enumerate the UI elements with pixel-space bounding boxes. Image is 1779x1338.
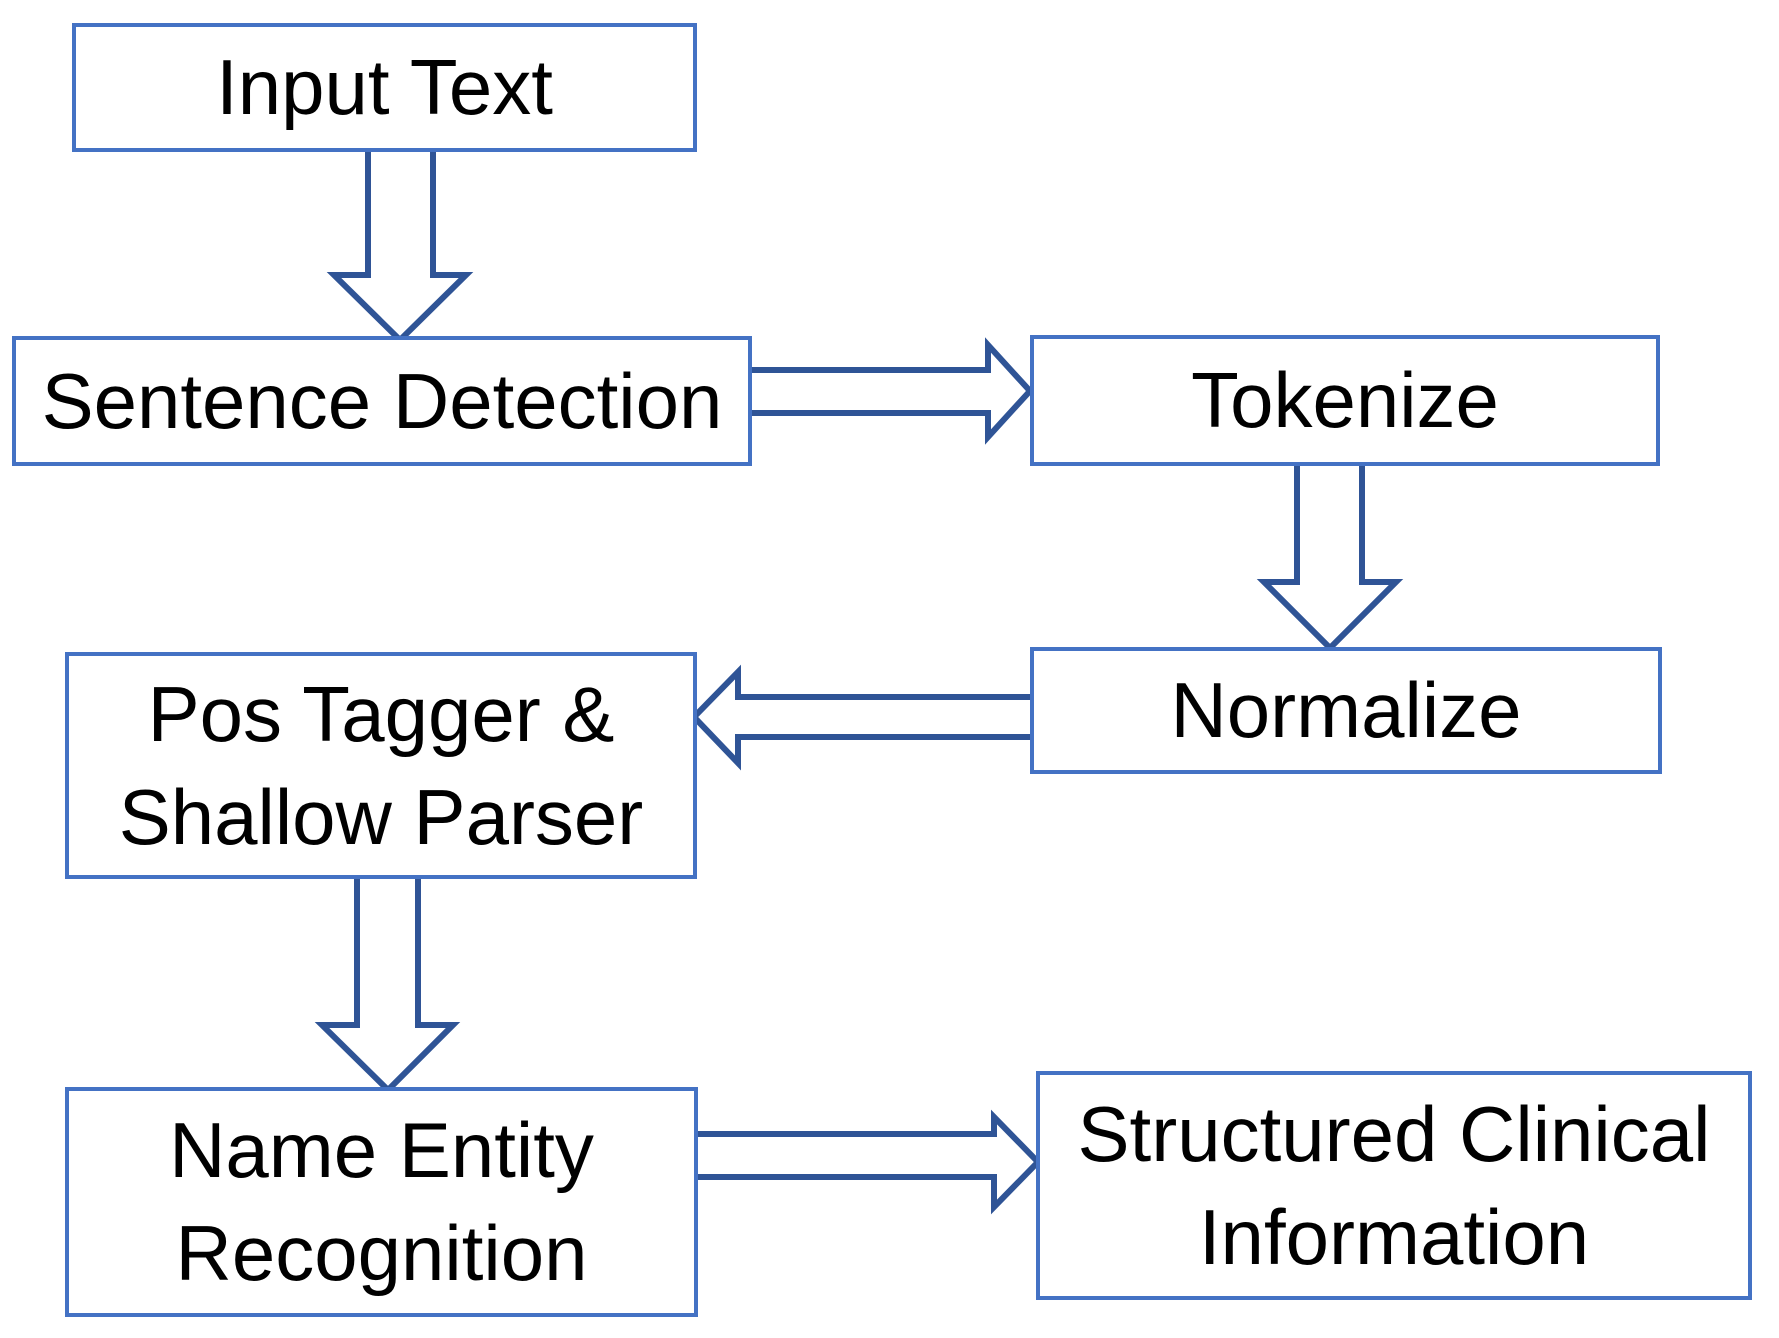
node-label-line: Information [1198, 1192, 1590, 1281]
node-structured-clinical-information: Structured Clinical Information [1036, 1071, 1752, 1300]
arrow-normalize-to-pos-tagger [689, 664, 1032, 771]
arrow-sentence-detection-to-tokenize [752, 337, 1035, 445]
node-label: Sentence Detection [41, 356, 723, 445]
node-label: Input Text [216, 43, 553, 131]
node-input-text: Input Text [72, 23, 697, 152]
arrow-name-entity-to-structured [698, 1109, 1043, 1215]
arrow-tokenize-to-normalize [1256, 460, 1404, 653]
node-name-entity-recognition: Name Entity Recognition [65, 1087, 698, 1317]
node-label-line: Name Entity [169, 1106, 594, 1194]
node-tokenize: Tokenize [1030, 335, 1660, 466]
node-label-line: Shallow Parser [118, 772, 644, 861]
node-sentence-detection: Sentence Detection [12, 336, 752, 466]
node-label: Tokenize [1191, 356, 1499, 444]
arrow-input-to-sentence-detection [326, 136, 474, 345]
node-label-line: Pos Tagger & [147, 669, 615, 758]
node-label: Normalize [1170, 666, 1522, 754]
node-pos-tagger-shallow-parser: Pos Tagger & Shallow Parser [65, 652, 697, 879]
node-label-line: Structured Clinical [1077, 1089, 1711, 1178]
node-label-line: Recognition [175, 1209, 588, 1297]
node-normalize: Normalize [1030, 647, 1662, 774]
arrow-pos-tagger-to-name-entity [314, 873, 461, 1095]
